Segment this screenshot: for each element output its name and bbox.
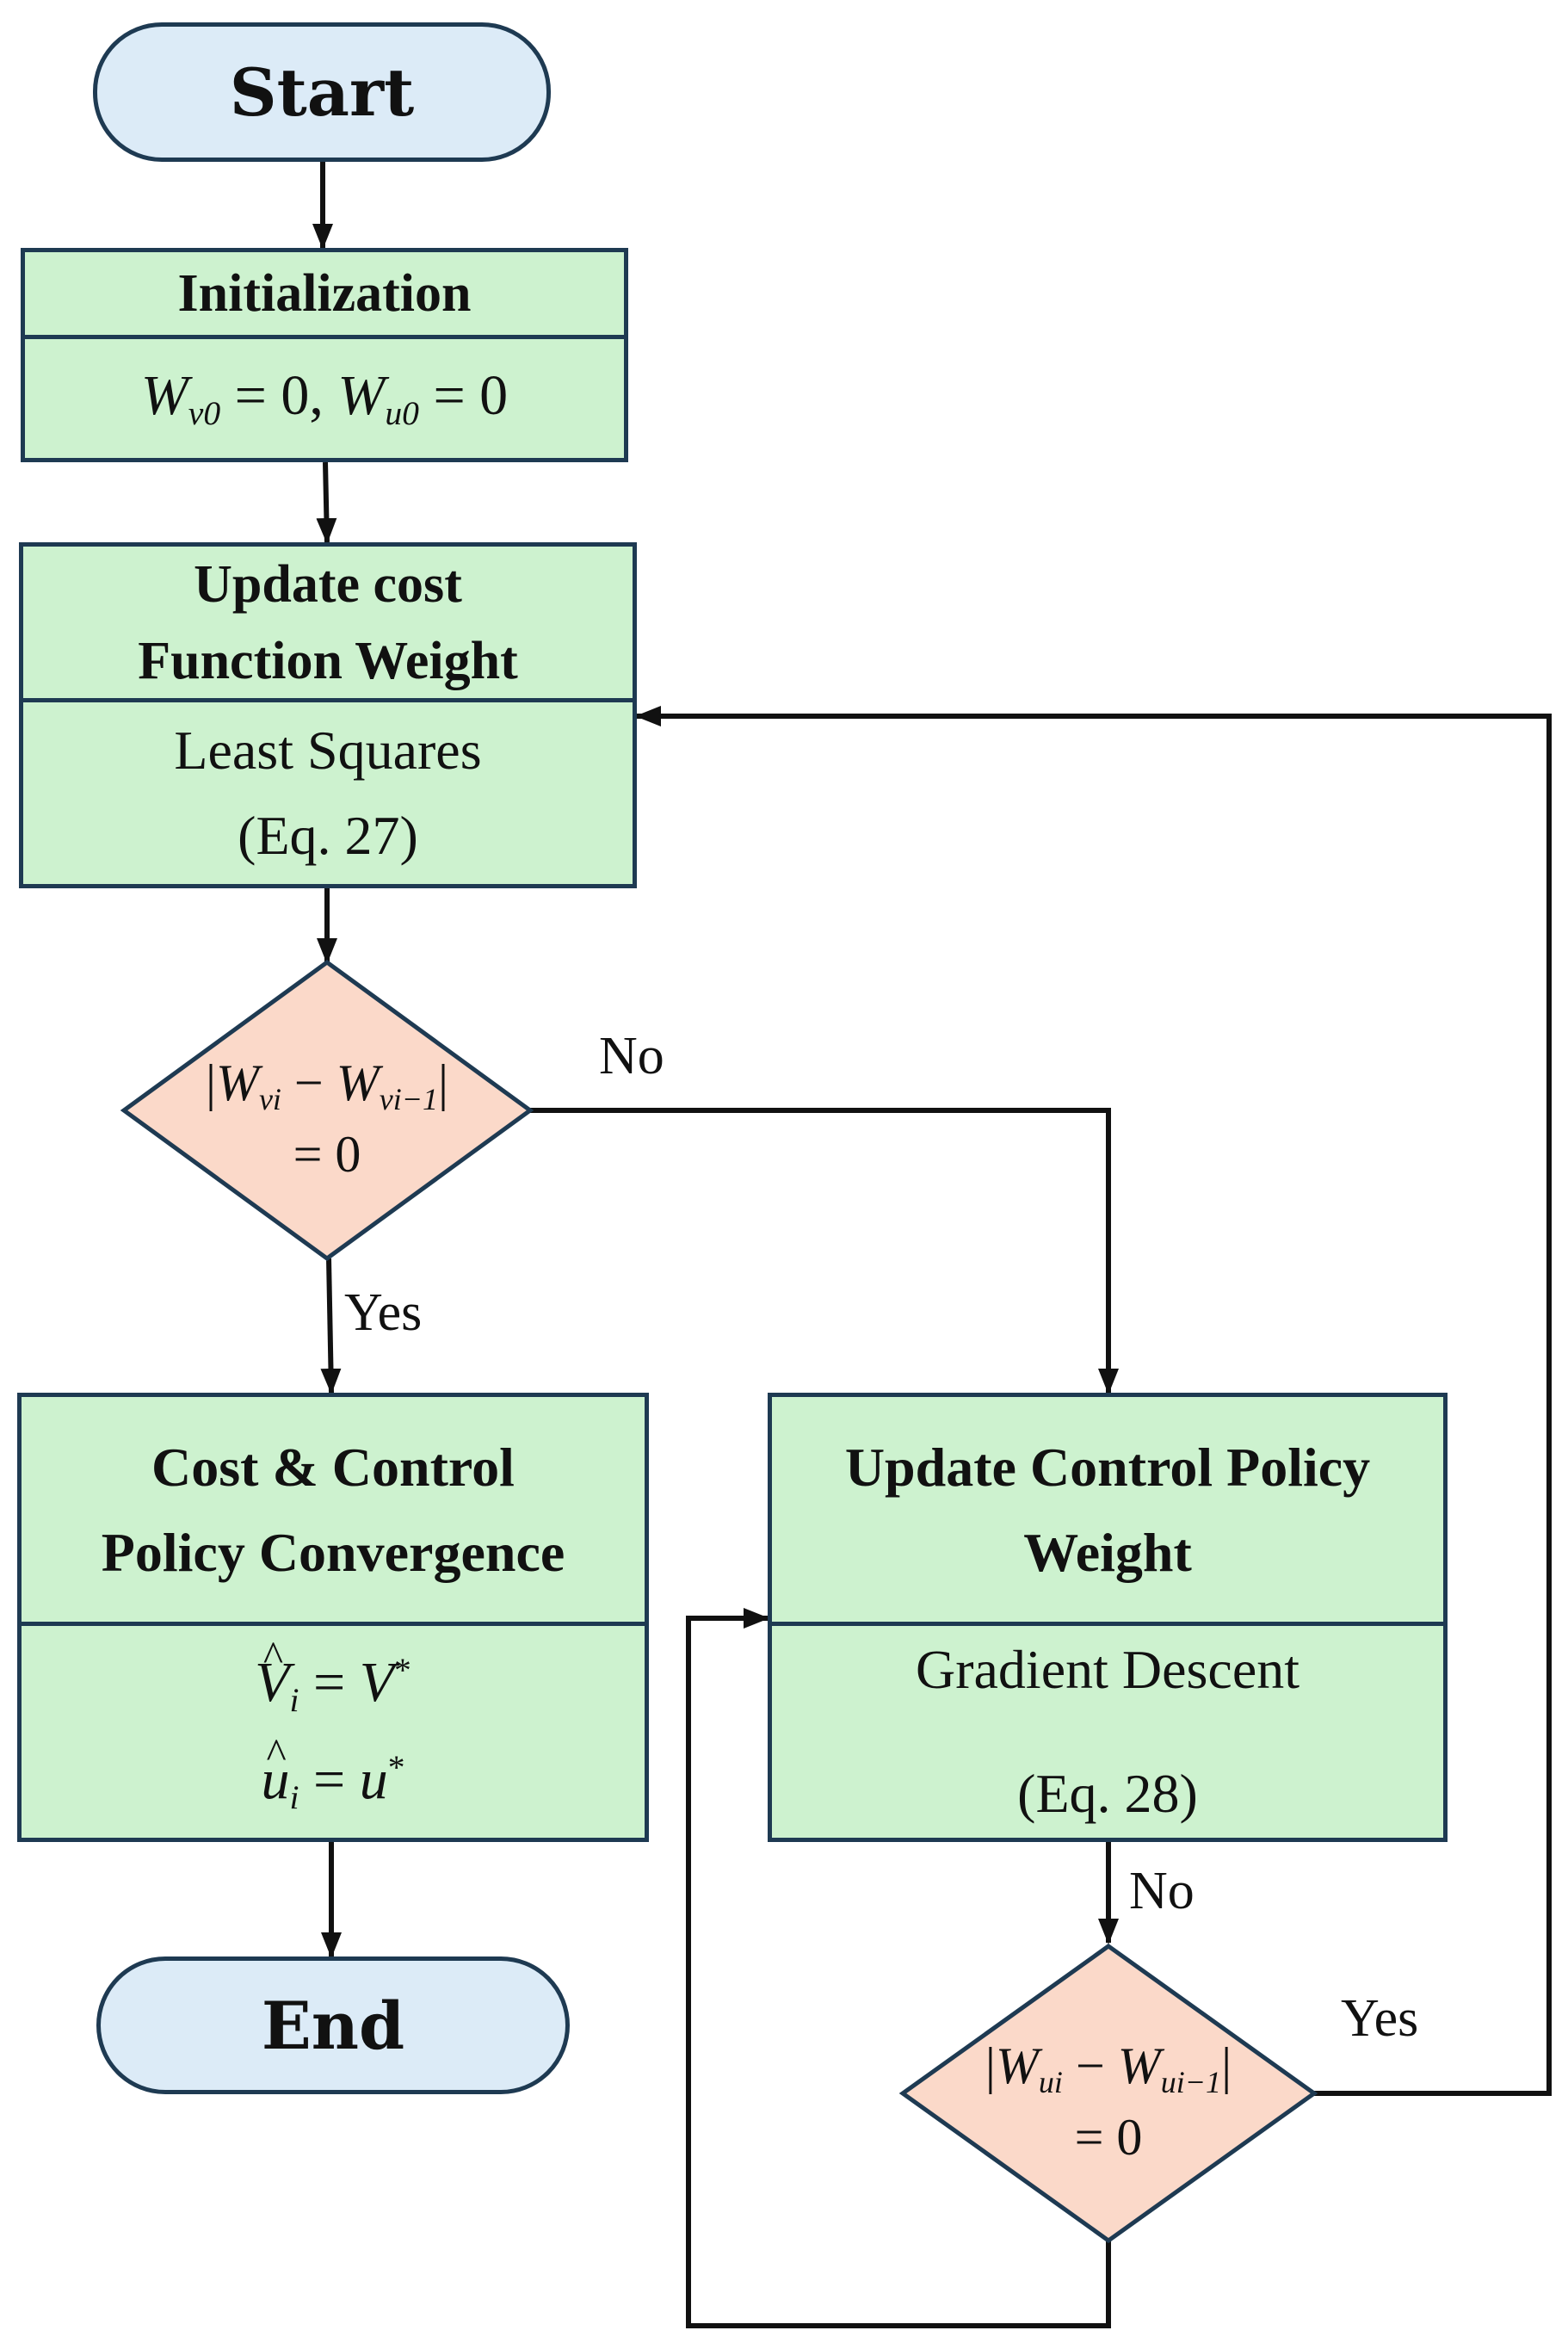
v-sub: i [289,1681,299,1720]
initialization-title: Initialization [25,252,624,336]
dec1-eq: = 0 [293,1126,361,1184]
decision-diamond-cost [120,959,534,1262]
initialization-box: Initialization Wv0 = 0, Wu0 = 0 [21,248,628,462]
update-policy-title: Update Control Policy Weight [772,1397,1443,1623]
dec2-eq: = 0 [1074,2109,1143,2167]
dec1-w2: W [336,1054,380,1111]
decision-policy-condition: |Wui − Wui−1| = 0 [959,2031,1258,2173]
least-squares-label: Least Squares [174,719,482,781]
update-policy-weight-box: Update Control Policy Weight Gradient De… [768,1393,1448,1842]
arrow-policy-decision-yes-loop-to-cost [635,706,1552,2096]
dec1-s1: vi [258,1081,281,1116]
dec2-minus: − [1075,2037,1105,2094]
decision-diamond-policy [898,1943,1318,2244]
update-cost-title-line2: Function Weight [138,631,518,690]
init-eq2: = 0 [433,364,509,428]
v-hat: V [255,1635,289,1731]
decision-policy-no-label: No [1129,1862,1195,1920]
init-s1: v0 [188,393,221,432]
initialization-formula: Wv0 = 0, Wu0 = 0 [25,338,624,458]
init-s2: u0 [385,393,419,432]
decision-cost-yes-label: Yes [344,1283,423,1342]
dec2-w1: W [995,2037,1039,2094]
update-cost-title-line1: Update cost [194,555,462,615]
u-star: u [359,1747,388,1811]
arrow-policy-decision-loop-back-to-policy [686,1608,1111,2328]
dec1-s2: vi−1 [379,1081,439,1116]
update-policy-title-line2: Weight [1023,1522,1192,1583]
start-label: Start [229,53,415,131]
v-sup: * [394,1651,411,1690]
end-terminal: End [96,1956,570,2094]
dec1-w1: W [215,1054,259,1111]
update-cost-weight-box: Update cost Function Weight Least Square… [19,542,637,888]
arrow-decision-yes-to-converge [320,1258,342,1394]
start-terminal: Start [93,22,551,162]
init-w1: W [140,364,188,428]
convergence-equations: Vi = V* ui = u* [22,1625,645,1838]
eq28-ref: (Eq. 28) [1017,1762,1198,1824]
initialization-title-text: Initialization [177,264,472,324]
decision-policy-yes-label: Yes [1341,1989,1419,2048]
update-policy-title-line1: Update Control Policy [844,1436,1371,1498]
policy-convergence-eq: ui = u* [261,1732,404,1828]
init-w2: W [337,364,386,428]
dec1-minus: − [293,1054,324,1111]
decision-cost-condition: |Wvi − Wvi−1| = 0 [181,1048,473,1190]
v-star: V [359,1651,395,1715]
gradient-descent-label: Gradient Descent [915,1638,1300,1700]
dec2-s2: ui−1 [1160,2064,1222,2099]
init-eq1: = 0, [234,364,324,428]
decision-cost-no-label: No [599,1027,664,1085]
u-sub: i [289,1777,299,1816]
dec2-s1: ui [1038,2064,1063,2099]
arrow-init-to-cost [316,461,337,544]
update-cost-method: Least Squares (Eq. 27) [23,702,633,884]
convergence-title-line1: Cost & Control [151,1436,515,1498]
dec2-w2: W [1117,2037,1161,2094]
update-cost-title: Update cost Function Weight [23,547,633,699]
convergence-title: Cost & Control Policy Convergence [22,1397,645,1623]
convergence-box: Cost & Control Policy Convergence Vi = V… [17,1393,649,1842]
u-sup: * [387,1747,405,1786]
end-label: End [261,1987,405,2064]
update-policy-method: Gradient Descent (Eq. 28) [772,1625,1443,1838]
arrow-decision-no-to-policy [530,1108,1119,1394]
u-hat: u [261,1732,289,1828]
v-rel: = [312,1651,346,1715]
convergence-title-line2: Policy Convergence [101,1522,565,1583]
eq27-ref: (Eq. 27) [238,805,418,866]
u-rel: = [312,1747,346,1811]
value-convergence-eq: Vi = V* [255,1635,411,1731]
